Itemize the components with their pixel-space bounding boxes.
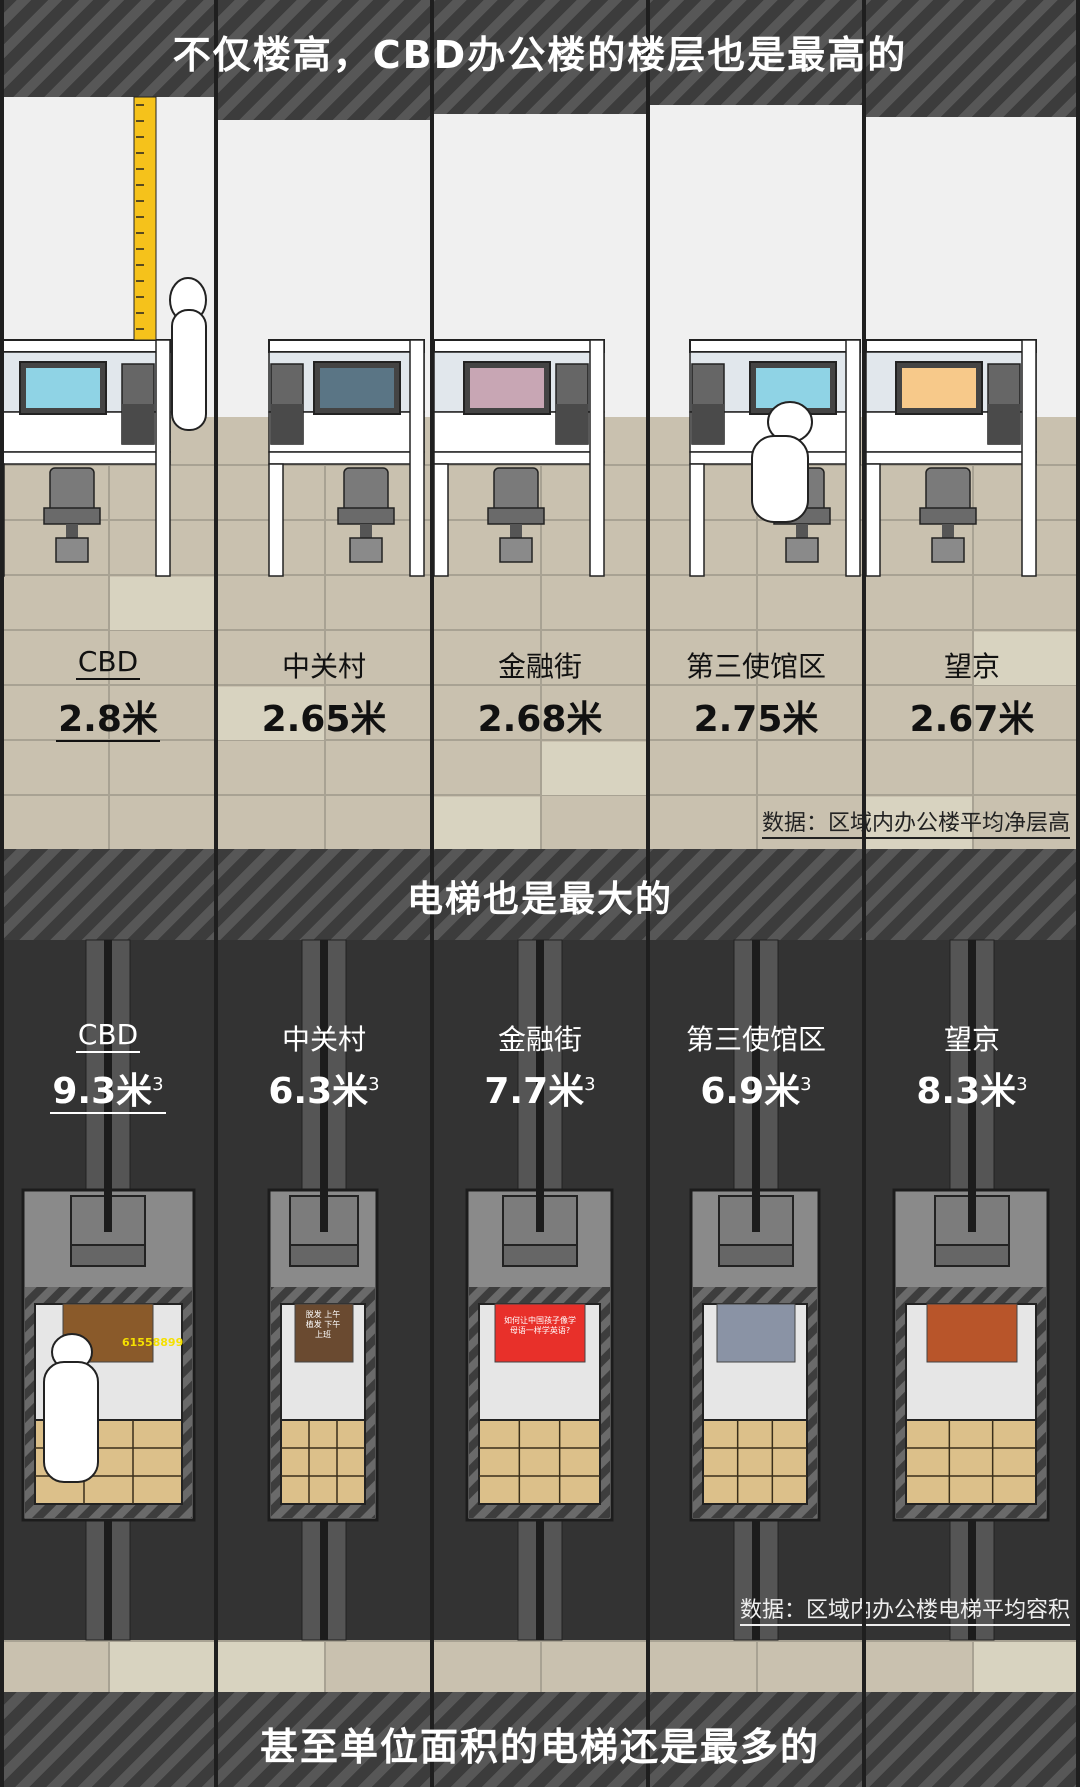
- chair-base: [349, 537, 383, 563]
- district-label-zhongguancun: 中关村: [281, 650, 366, 683]
- floor-tile: [974, 632, 1080, 685]
- elevator-motor-base: [502, 1244, 578, 1267]
- ad-poster: [294, 1303, 354, 1363]
- elevator-label-wangjing: 望京: [943, 1023, 1000, 1056]
- floor-tile: [434, 797, 540, 850]
- monitor-screen: [902, 368, 976, 408]
- floor-height-embassy: 2.75米: [693, 699, 819, 740]
- elevator-cable: [104, 1190, 112, 1232]
- elevator-volume-wangjing: 8.3米3: [916, 1071, 1028, 1112]
- chair-post: [360, 524, 372, 540]
- monitor-screen: [320, 368, 394, 408]
- elevator-label-zhongguancun: 中关村: [281, 1023, 366, 1056]
- elevator-cable: [752, 1190, 760, 1232]
- chair-post: [66, 524, 78, 540]
- desk-leg: [268, 463, 284, 577]
- elevator-label-jinrongjie: 金融街: [497, 1023, 582, 1056]
- middle-heading-band: [0, 849, 1080, 940]
- monitor-screen: [26, 368, 100, 408]
- person-body: [43, 1361, 99, 1483]
- elevator-volume-cbd: 9.3米3: [50, 1071, 166, 1114]
- ruler-icon: [133, 96, 157, 341]
- floor-tile: [974, 1642, 1080, 1692]
- person-body: [751, 435, 809, 523]
- district-label-jinrongjie: 金融街: [497, 650, 582, 683]
- district-label-wangjing: 望京: [943, 650, 1000, 683]
- desk-leg: [865, 463, 881, 577]
- cabinet-drawer: [692, 404, 724, 444]
- floor-height-cbd: 2.8米: [56, 699, 160, 742]
- elevator-motor-base: [70, 1244, 146, 1267]
- floor-tile: [542, 742, 648, 795]
- elevator-floor: [905, 1419, 1037, 1505]
- cabinet-drawer: [271, 404, 303, 444]
- elevator-source: 数据：区域内办公楼电梯平均容积: [739, 1592, 1070, 1626]
- elevator-cable: [536, 1190, 544, 1232]
- floor-tile: [866, 797, 972, 850]
- chair-post: [942, 524, 954, 540]
- elevator-volume-jinrongjie: 7.7米3: [484, 1071, 596, 1112]
- elevator-floor: [478, 1419, 601, 1505]
- district-label-embassy: 第三使馆区: [685, 650, 826, 683]
- chair-post: [510, 524, 522, 540]
- floor-height-source: 数据：区域内办公楼平均净层高: [761, 805, 1070, 839]
- floor-tile: [218, 1642, 324, 1692]
- elevator-floor: [280, 1419, 366, 1505]
- district-label-cbd: CBD: [75, 645, 141, 680]
- floor-height-zhongguancun: 2.65米: [261, 699, 387, 740]
- chair-base: [931, 537, 965, 563]
- elevator-cable: [320, 1190, 328, 1232]
- elevator-motor-base: [718, 1244, 794, 1267]
- middle-heading: 电梯也是最大的: [406, 879, 673, 920]
- desk-leg: [589, 339, 605, 577]
- person-body: [171, 309, 207, 431]
- chair-post: [796, 524, 808, 540]
- column-divider: [214, 0, 218, 1787]
- office-floor: [0, 417, 1080, 849]
- column-divider: [430, 0, 434, 1787]
- elevator-illustrations: [21, 939, 1050, 1641]
- ad-poster-text: 61558899: [122, 1336, 184, 1349]
- cabinet-drawer: [988, 404, 1020, 444]
- desk-leg: [433, 463, 449, 577]
- floor-tile: [110, 1642, 216, 1692]
- desk-leg: [1021, 339, 1037, 577]
- ad-poster-text: 脱发 上午植发 下午上班: [305, 1310, 341, 1339]
- elevator-volume-zhongguancun: 6.3米3: [268, 1071, 380, 1112]
- column-divider: [0, 0, 4, 1787]
- desk-leg: [409, 339, 425, 577]
- cabinet-drawer: [556, 404, 588, 444]
- floor-height-jinrongjie: 2.68米: [477, 699, 603, 740]
- ad-poster: [716, 1303, 796, 1363]
- elevator-cable: [968, 1190, 976, 1232]
- column-divider: [646, 0, 650, 1787]
- desk-leg: [689, 463, 705, 577]
- floor-height-wangjing: 2.67米: [909, 699, 1035, 740]
- column-divider: [1076, 0, 1080, 1787]
- column-divider: [862, 0, 866, 1787]
- elevator-label-cbd: CBD: [75, 1018, 141, 1053]
- top-heading: 不仅楼高，CBD办公楼的楼层也是最高的: [172, 33, 908, 77]
- cabinet-drawer: [122, 404, 154, 444]
- floor-tile: [110, 577, 216, 630]
- ad-poster: [494, 1303, 586, 1363]
- ad-poster-text: 如何让中国孩子像学母语一样学英语?: [504, 1316, 576, 1335]
- ad-poster: [926, 1303, 1018, 1363]
- floor-tile: [218, 687, 324, 740]
- chair-base: [55, 537, 89, 563]
- chair-base: [785, 537, 819, 563]
- office-illustrations: [0, 96, 1037, 577]
- elevator-motor-base: [289, 1244, 359, 1267]
- chair-base: [499, 537, 533, 563]
- bottom-heading-band: [0, 1692, 1080, 1787]
- elevator-motor-base: [934, 1244, 1010, 1267]
- elevator-floor: [702, 1419, 808, 1505]
- desk-leg: [845, 339, 861, 577]
- bottom-heading: 甚至单位面积的电梯还是最多的: [259, 1725, 820, 1769]
- elevator-volume-embassy: 6.9米3: [700, 1071, 812, 1112]
- elevator-label-embassy: 第三使馆区: [685, 1023, 826, 1056]
- desk-leg: [155, 339, 171, 577]
- monitor-screen: [470, 368, 544, 408]
